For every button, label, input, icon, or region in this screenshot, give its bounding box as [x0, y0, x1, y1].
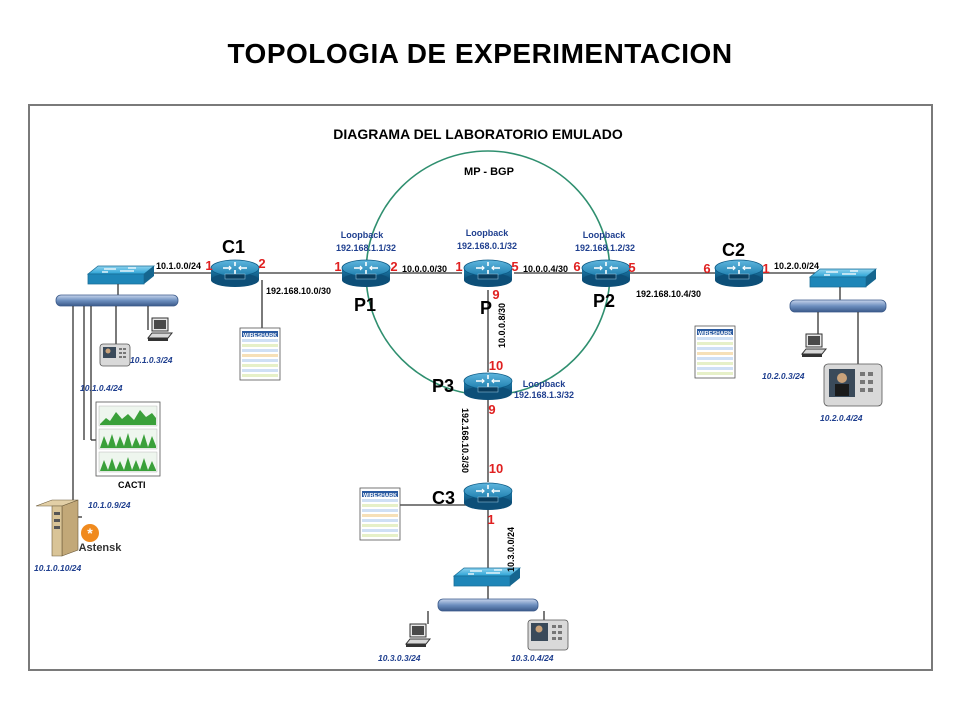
pc-icon-10-1-0-3	[147, 317, 173, 342]
port-p3-c3: 9	[488, 402, 495, 417]
subnet-p3-c3: 192.168.10.3/30	[460, 408, 470, 473]
subnet-p1-p: 10.0.0.0/30	[402, 264, 447, 274]
host-label-10-1-0-9: 10.1.0.9/24	[88, 500, 131, 510]
phone-icon-10-1-0-4	[99, 343, 131, 367]
port-p2-p: 6	[573, 259, 580, 274]
host-label-10-3-0-4: 10.3.0.4/24	[511, 653, 554, 663]
port-c3-p3: 10	[489, 461, 503, 476]
svg-text:WIRESHARK: WIRESHARK	[698, 331, 732, 337]
router-name-p1: P1	[354, 295, 376, 315]
subnet-lan2: 10.2.0.0/24	[774, 261, 819, 271]
diagram-title: DIAGRAMA DEL LABORATORIO EMULADO	[333, 126, 623, 142]
port-p-p1: 1	[455, 259, 462, 274]
router-p2	[581, 259, 631, 288]
subnet-p2-c2: 192.168.10.4/30	[636, 289, 701, 299]
port-c2-lan: 1	[762, 261, 769, 276]
switch-lan1	[87, 265, 155, 285]
phone-icon-10-3-0-4	[527, 619, 569, 651]
loopback-word-p3: Loopback	[523, 379, 566, 389]
host-label-10-2-0-4: 10.2.0.4/24	[820, 413, 863, 423]
host-label-10-2-0-3: 10.2.0.3/24	[762, 371, 805, 381]
subnet-c1-p1: 192.168.10.0/30	[266, 286, 331, 296]
router-c3	[463, 482, 513, 511]
host-label-10-3-0-3: 10.3.0.3/24	[378, 653, 421, 663]
wireshark-capture-c2: WIRESHARK	[694, 325, 736, 379]
port-p1-c1: 1	[334, 259, 341, 274]
mpbgp-label: MP - BGP	[464, 166, 514, 178]
port-p1-p: 2	[390, 259, 397, 274]
asterisk-logo-icon: * Astensk	[79, 524, 123, 554]
port-p3-p: 10	[489, 358, 503, 373]
port-c2-p2: 6	[703, 261, 710, 276]
loopback-word-p1: Loopback	[341, 230, 384, 240]
wireshark-capture-c1: WIRESHARK	[239, 327, 281, 381]
port-c1-lan: 1	[205, 258, 212, 273]
phone-icon-10-2-0-4	[823, 363, 883, 407]
loopback-p2: 192.168.1.2/32	[575, 243, 635, 253]
loopback-p1: 192.168.1.1/32	[336, 243, 396, 253]
loopback-word-p2: Loopback	[583, 230, 626, 240]
subnet-p-p2: 10.0.0.4/30	[523, 264, 568, 274]
router-name-p: P	[480, 298, 492, 318]
cacti-graph-icon	[95, 401, 161, 477]
bus-lan2	[789, 299, 887, 313]
svg-text:WIRESHARK: WIRESHARK	[363, 493, 397, 499]
router-p3	[463, 372, 513, 401]
router-name-c2: C2	[722, 240, 745, 260]
router-c2	[714, 259, 764, 288]
bus-lan1	[55, 294, 179, 307]
port-c1-p1: 2	[258, 256, 265, 271]
wireshark-capture-c3: WIRESHARK	[359, 487, 401, 541]
router-name-c3: C3	[432, 488, 455, 508]
loopback-p: 192.168.0.1/32	[457, 241, 517, 251]
router-p	[463, 259, 513, 288]
server-icon-10-1-0-10	[35, 499, 79, 557]
cacti-label: CACTI	[118, 480, 146, 490]
loopback-p3: 192.168.1.3/32	[514, 390, 574, 400]
svg-text:*: *	[87, 525, 93, 541]
subnet-lan3: 10.3.0.0/24	[506, 527, 516, 572]
port-p-p3: 9	[492, 287, 499, 302]
svg-text:WIRESHARK: WIRESHARK	[243, 333, 277, 339]
subnet-lan1: 10.1.0.0/24	[156, 261, 201, 271]
loopback-word-p: Loopback	[466, 228, 509, 238]
router-c1	[210, 259, 260, 288]
slide-title: TOPOLOGIA DE EXPERIMENTACION	[227, 38, 733, 69]
router-name-p2: P2	[593, 291, 615, 311]
switch-lan2	[809, 268, 877, 288]
router-name-c1: C1	[222, 237, 245, 257]
router-name-p3: P3	[432, 376, 454, 396]
bus-lan3	[437, 598, 539, 612]
port-p-p2: 5	[511, 259, 518, 274]
pc-icon-10-3-0-3	[405, 623, 431, 648]
subnet-p-p3: 10.0.0.8/30	[497, 303, 507, 348]
port-c3-lan: 1	[487, 512, 494, 527]
pc-icon-10-2-0-3	[801, 333, 827, 358]
host-label-10-1-0-4: 10.1.0.4/24	[80, 383, 123, 393]
host-label-10-1-0-3: 10.1.0.3/24	[130, 355, 173, 365]
asterisk-label: Astensk	[79, 542, 123, 554]
host-label-10-1-0-10: 10.1.0.10/24	[34, 563, 82, 573]
port-p2-c2: 5	[628, 260, 635, 275]
router-p1	[341, 259, 391, 288]
